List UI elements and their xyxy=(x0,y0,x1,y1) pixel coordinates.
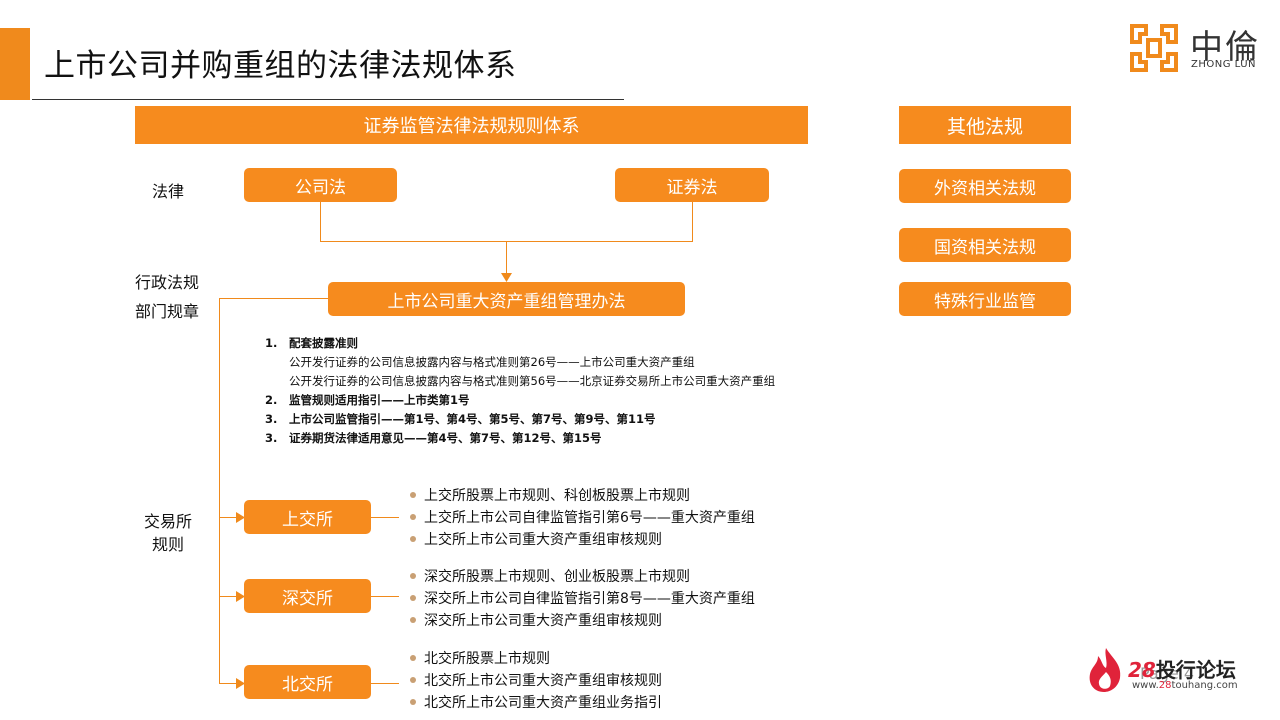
list-item: 3.上市公司监管指引——第1号、第4号、第5号、第7号、第9号、第11号 xyxy=(265,412,656,426)
title-accent-bar xyxy=(0,28,30,100)
list-item: 深交所股票上市规则、创业板股票上市规则 xyxy=(410,566,755,588)
flame-logo-icon xyxy=(1089,648,1121,692)
list-item: 深交所上市公司重大资产重组审核规则 xyxy=(410,610,755,632)
restructuring-measures-box: 上市公司重大资产重组管理办法 xyxy=(328,282,685,316)
connector-company-law xyxy=(320,202,321,242)
company-law-box: 公司法 xyxy=(244,168,397,202)
szse-box: 深交所 xyxy=(244,579,371,613)
other-regulations-header: 其他法规 xyxy=(899,106,1071,144)
watermark-brand: 28投行论坛 xyxy=(1128,658,1236,682)
list-item: 北交所股票上市规则 xyxy=(410,648,662,670)
state-asset-regulations-box: 国资相关法规 xyxy=(899,228,1071,262)
bse-rules-list: 北交所股票上市规则 北交所上市公司重大资产重组审核规则 北交所上市公司重大资产重… xyxy=(410,648,662,714)
page-number: Page 4 xyxy=(1140,664,1194,683)
label-admin-regulations: 行政法规 xyxy=(135,273,200,292)
securities-law-box: 证券法 xyxy=(615,168,769,202)
arrow-right-icon xyxy=(236,678,245,689)
connector-szse xyxy=(219,596,241,597)
zhonglun-logo-icon xyxy=(1130,24,1178,72)
label-rules: 规则 xyxy=(152,535,185,554)
list-item: 公开发行证券的公司信息披露内容与格式准则第26号——上市公司重大资产重组 xyxy=(289,355,695,369)
arrow-right-icon xyxy=(236,591,245,602)
list-item: 北交所上市公司重大资产重组审核规则 xyxy=(410,670,662,692)
logo-english-name: ZHONG LUN xyxy=(1191,59,1257,70)
connector-szse-rules xyxy=(371,596,399,597)
sse-box: 上交所 xyxy=(244,500,371,534)
special-industry-regulation-box: 特殊行业监管 xyxy=(899,282,1071,316)
arrow-right-icon xyxy=(236,512,245,523)
logo-chinese-name: 中倫 xyxy=(1190,27,1260,66)
bse-box: 北交所 xyxy=(244,665,371,699)
foreign-investment-regulations-box: 外资相关法规 xyxy=(899,169,1071,203)
list-item: 深交所上市公司自律监管指引第8号——重大资产重组 xyxy=(410,588,755,610)
connector-to-measures xyxy=(506,241,507,277)
connector-exchange-trunk xyxy=(219,298,220,684)
list-item: 1.配套披露准则 xyxy=(265,336,358,350)
szse-rules-list: 深交所股票上市规则、创业板股票上市规则 深交所上市公司自律监管指引第8号——重大… xyxy=(410,566,755,632)
list-item: 北交所上市公司重大资产重组业务指引 xyxy=(410,692,662,714)
label-department-rules: 部门规章 xyxy=(135,302,200,321)
list-item: 3.证券期货法律适用意见——第4号、第7号、第12号、第15号 xyxy=(265,431,602,445)
connector-sse xyxy=(219,517,241,518)
label-law: 法律 xyxy=(152,182,185,201)
label-exchange: 交易所 xyxy=(144,512,193,531)
list-item: 上交所上市公司重大资产重组审核规则 xyxy=(410,529,755,551)
securities-regulation-header: 证券监管法律法规规则体系 xyxy=(135,106,808,144)
connector-measures-branch xyxy=(219,298,328,299)
connector-sse-rules xyxy=(371,517,399,518)
sse-rules-list: 上交所股票上市规则、科创板股票上市规则 上交所上市公司自律监管指引第6号——重大… xyxy=(410,485,755,551)
list-item: 上交所股票上市规则、科创板股票上市规则 xyxy=(410,485,755,507)
watermark-url: www.28touhang.com xyxy=(1132,680,1238,691)
list-item: 公开发行证券的公司信息披露内容与格式准则第56号——北京证券交易所上市公司重大资… xyxy=(289,374,776,388)
supporting-rules-list: 1.配套披露准则 公开发行证券的公司信息披露内容与格式准则第26号——上市公司重… xyxy=(265,334,885,448)
list-item: 2.监管规则适用指引——上市类第1号 xyxy=(265,393,470,407)
list-item: 上交所上市公司自律监管指引第6号——重大资产重组 xyxy=(410,507,755,529)
title-divider xyxy=(32,99,624,100)
page-title: 上市公司并购重组的法律法规体系 xyxy=(44,48,517,84)
connector-securities-law xyxy=(692,202,693,242)
connector-bse xyxy=(219,683,241,684)
arrow-down-icon xyxy=(501,273,512,282)
connector-bse-rules xyxy=(371,683,399,684)
